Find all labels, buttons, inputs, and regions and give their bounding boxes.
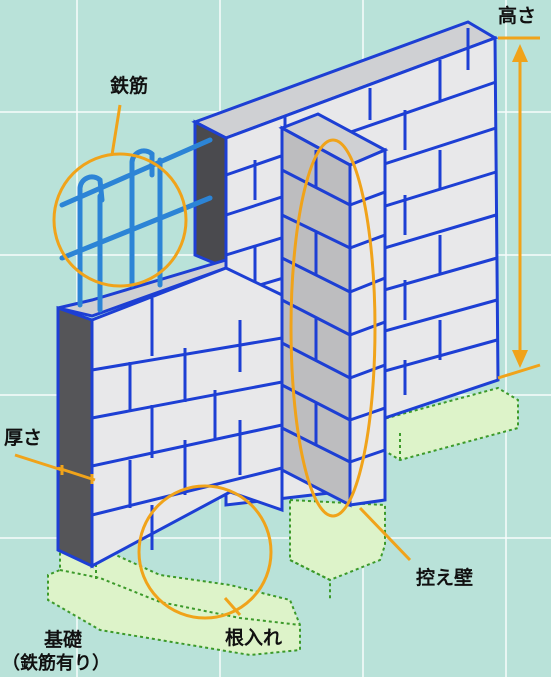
embedment-highlight-circle: [137, 484, 273, 620]
height-dimension: [497, 36, 541, 380]
foundation-label: 基礎: [44, 629, 83, 651]
thickness-leader: [14, 453, 63, 472]
buttress-leader: [358, 506, 412, 562]
buttress-wall: [278, 112, 389, 508]
embedment-leader: [223, 597, 242, 616]
rebar-leader: [110, 104, 122, 156]
rebar-label: 鉄筋: [110, 75, 149, 97]
height-label: 高さ: [498, 5, 537, 27]
foundation-note-label: （鉄筋有り）: [2, 653, 110, 674]
buttress-label: 控え壁: [416, 567, 474, 589]
thickness-label: 厚さ: [4, 427, 43, 449]
highlight-markers: [14, 104, 412, 620]
rebar-highlight-circle: [52, 152, 188, 288]
embedment-label: 根入れ: [225, 627, 283, 649]
foundation: [47, 386, 519, 657]
front-wall: [56, 257, 284, 569]
buttress-highlight-ellipse: [289, 138, 377, 518]
